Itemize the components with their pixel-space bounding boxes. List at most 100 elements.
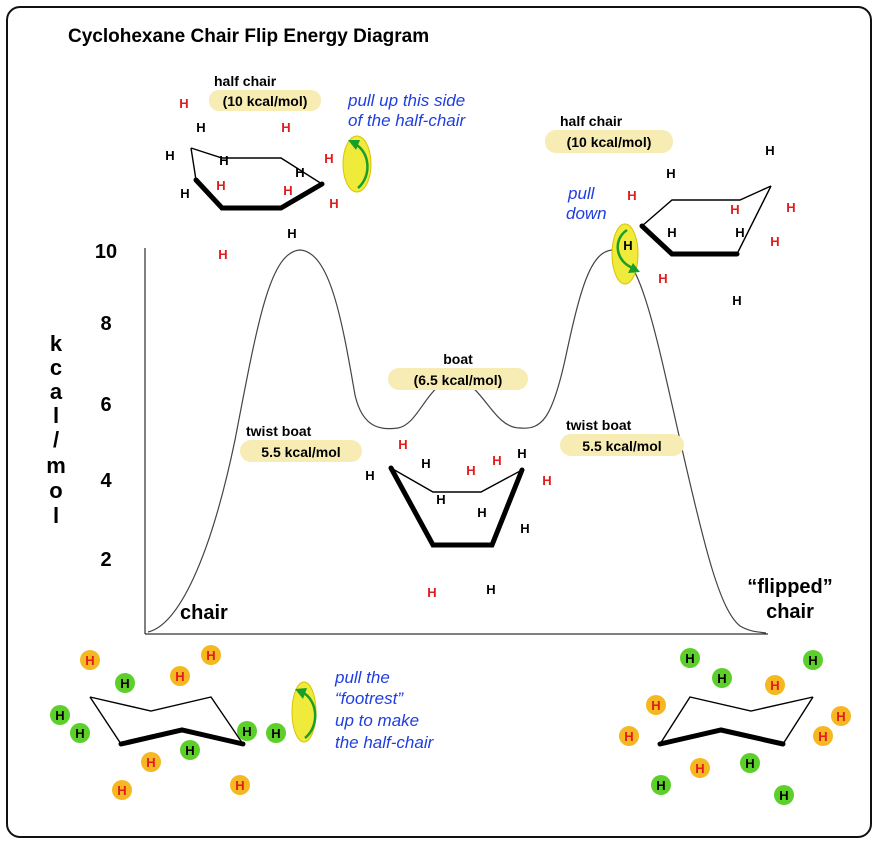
y-label-letter: c (50, 355, 62, 380)
hydrogen-atom: H (542, 473, 551, 488)
hydrogen-atom: H (492, 453, 501, 468)
label-twist-boat-right: twist boat 5.5 kcal/mol (560, 417, 684, 456)
note-line: down (566, 204, 607, 223)
hydrogen-atom: H (486, 582, 495, 597)
note-line: of the half-chair (348, 111, 467, 130)
hydrogen-atom-circle (170, 666, 190, 686)
hydrogen-atom: H (324, 151, 333, 166)
half-chair-right-molecule (639, 185, 772, 257)
hydrogen-atom: H (520, 521, 529, 536)
highlight-pull-up (342, 135, 372, 193)
hydrogen-atom: H (765, 143, 774, 158)
hydrogen-atom-circle (619, 726, 639, 746)
hydrogen-atom: H (398, 437, 407, 452)
hydrogen-atom: H (786, 200, 795, 215)
hydrogen-atom-circle (201, 645, 221, 665)
note-line: the half-chair (335, 733, 435, 752)
label-name: boat (443, 351, 473, 367)
y-ticks: 10 8 6 4 2 (95, 241, 117, 571)
hydrogen-atom-circle (774, 785, 794, 805)
hydrogen-atom-label: H (55, 708, 64, 723)
hydrogen-atom-label: H (242, 724, 251, 739)
hydrogen-atom-circle (141, 752, 161, 772)
hydrogen-atom-circle (112, 780, 132, 800)
hydrogen-atom-label: H (695, 761, 704, 776)
hydrogen-atom-circle (266, 723, 286, 743)
hydrogen-atom-circle (680, 648, 700, 668)
hydrogen-atom: H (295, 165, 304, 180)
hydrogen-atom-circle (651, 775, 671, 795)
hydrogen-atom-label: H (85, 653, 94, 668)
hydrogen-atom-circle (813, 726, 833, 746)
note-line: pull the (334, 668, 390, 687)
hydrogen-atom-label: H (651, 698, 660, 713)
hydrogen-atom-label: H (75, 726, 84, 741)
hydrogen-atom-label: H (656, 778, 665, 793)
hydrogen-atom: H (667, 225, 676, 240)
hydrogen-atom-circle (803, 650, 823, 670)
note-line: up to make (335, 711, 419, 730)
hydrogen-atom: H (283, 183, 292, 198)
hydrogen-atom-circle (831, 706, 851, 726)
hydrogen-atom: H (196, 120, 205, 135)
hydrogen-atom: H (466, 463, 475, 478)
arrowhead (628, 263, 640, 273)
label-flipped: “flipped” (747, 576, 833, 598)
note-line: pull (567, 184, 596, 203)
hydrogen-atom: H (421, 456, 430, 471)
arrow-pull-up (354, 142, 369, 189)
hydrogen-atom-circle (80, 650, 100, 670)
hydrogen-atom-label: H (770, 678, 779, 693)
hydrogen-atom-circle (237, 721, 257, 741)
label-boat: boat (6.5 kcal/mol) (388, 351, 528, 390)
hydrogen-atom-circle (115, 673, 135, 693)
hydrogen-atom-circle (712, 668, 732, 688)
hydrogen-atom: H (218, 247, 227, 262)
note-pull-up: pull up this side of the half-chair (347, 91, 467, 130)
y-label-letter: l (53, 403, 59, 428)
boat-molecule (388, 465, 525, 548)
hydrogen-atom-circle (765, 675, 785, 695)
hydrogen-atom-circle (180, 740, 200, 760)
label-half-chair-right: half chair (10 kcal/mol) (545, 113, 673, 153)
note-footrest: pull the “footrest” up to make the half-… (334, 668, 435, 752)
label-name: twist boat (566, 417, 632, 433)
hydrogen-atom-label: H (117, 783, 126, 798)
arrow-footrest (301, 690, 317, 739)
note-line: “footrest” (335, 689, 404, 708)
hydrogen-atom-label: H (836, 709, 845, 724)
hydrogen-atom-circle (646, 695, 666, 715)
diagram-frame (6, 6, 872, 838)
y-label-letter: l (53, 503, 59, 528)
y-label-letter: k (50, 331, 63, 356)
hydrogen-atom-label: H (717, 671, 726, 686)
label-twist-boat-left: twist boat 5.5 kcal/mol (240, 423, 362, 462)
hydrogen-atom-label: H (235, 778, 244, 793)
half-chair-left-molecule (190, 147, 325, 211)
hydrogen-atom: H (658, 271, 667, 286)
y-tick-label: 2 (100, 549, 111, 571)
label-name: twist boat (246, 423, 312, 439)
label-energy: 5.5 kcal/mol (261, 444, 340, 460)
note-pull-down: pull down (566, 184, 607, 223)
label-flipped-chair: chair (766, 601, 814, 623)
y-label-letter: o (49, 478, 62, 503)
label-energy: (6.5 kcal/mol) (414, 372, 503, 388)
hydrogen-atom-circle (740, 753, 760, 773)
hydrogen-atom: H (666, 166, 675, 181)
hydrogen-atom: H (477, 505, 486, 520)
arrowhead (348, 140, 360, 150)
hydrogen-atom-circle (50, 705, 70, 725)
chair-right-molecule (657, 696, 814, 747)
label-chair: chair (180, 602, 228, 624)
hydrogen-atom: H (627, 188, 636, 203)
hydrogen-atom: H (219, 153, 228, 168)
hydrogen-atom: H (732, 293, 741, 308)
y-label-letter: / (53, 427, 59, 452)
hydrogen-atom-label: H (779, 788, 788, 803)
hydrogen-atom: H (427, 585, 436, 600)
hydrogen-atom-label: H (175, 669, 184, 684)
hydrogen-atom: H (216, 178, 225, 193)
hydrogen-atom: H (730, 202, 739, 217)
